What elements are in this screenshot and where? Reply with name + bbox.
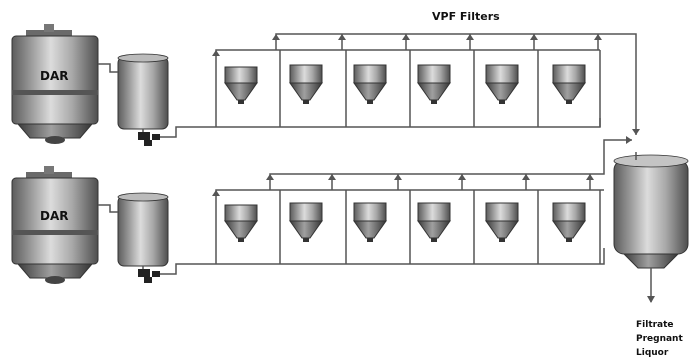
flow-arrows xyxy=(212,136,632,196)
filter-risers xyxy=(279,174,601,264)
vpf-filter xyxy=(224,66,258,104)
vpf-filter xyxy=(417,64,451,104)
unit-2: DAR xyxy=(11,136,632,284)
vpf-filter xyxy=(417,202,451,242)
filtrate-tank xyxy=(613,152,689,303)
vpf-filter xyxy=(224,204,258,242)
vpf-filter xyxy=(552,202,586,242)
output-label-line-1: Filtrate xyxy=(636,320,674,330)
vpf-filter xyxy=(289,202,323,242)
output-label-line-3: Liquor xyxy=(636,348,669,358)
vpf-filter-row xyxy=(224,202,586,242)
vpf-filter xyxy=(289,64,323,104)
filter-risers xyxy=(279,34,601,127)
pump xyxy=(138,132,160,146)
output-label-line-2: Pregnant xyxy=(636,334,683,344)
dar-tank-label: DAR xyxy=(40,209,69,223)
flow-arrows xyxy=(212,34,640,135)
dar-tank: DAR xyxy=(11,24,99,144)
vpf-filter xyxy=(353,64,387,104)
diagram-title: VPF Filters xyxy=(432,10,500,23)
pump xyxy=(138,269,160,283)
holding-vessel xyxy=(117,53,169,130)
vpf-filter xyxy=(485,64,519,104)
vpf-filter xyxy=(353,202,387,242)
vpf-filter xyxy=(552,64,586,104)
output-label: Filtrate Pregnant Liquor xyxy=(636,320,683,358)
vpf-filter xyxy=(485,202,519,242)
dar-tank-label: DAR xyxy=(40,69,69,83)
dar-tank: DAR xyxy=(11,166,99,284)
holding-vessel xyxy=(117,192,169,267)
vpf-filter-row xyxy=(224,64,586,104)
unit-1: DAR xyxy=(11,24,640,146)
